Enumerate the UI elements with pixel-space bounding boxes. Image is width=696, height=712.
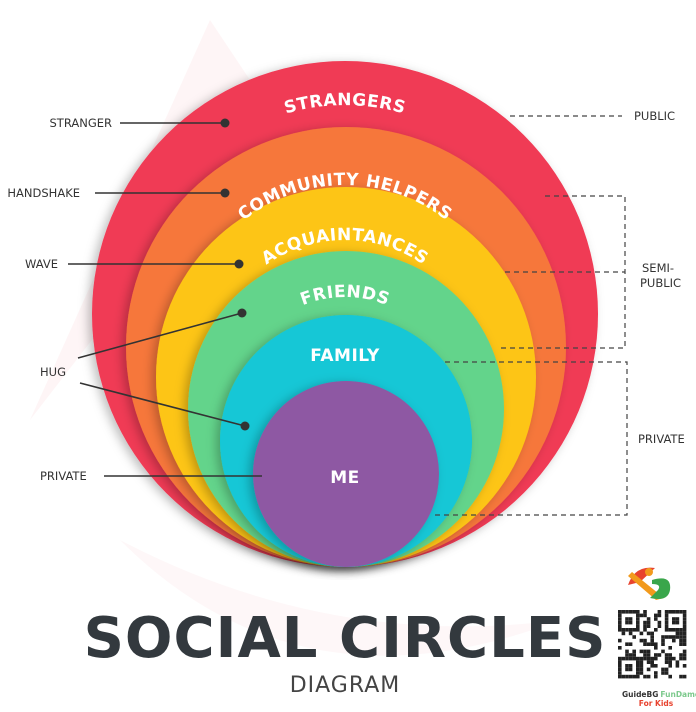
label-wave: WAVE bbox=[25, 257, 58, 271]
label-handshake: HANDSHAKE bbox=[7, 186, 80, 200]
ring-label-me: ME bbox=[330, 468, 360, 488]
marker-dot bbox=[220, 118, 230, 128]
leader-line bbox=[77, 312, 243, 359]
private-bracket bbox=[433, 361, 628, 516]
qr-code bbox=[618, 610, 687, 679]
label-semi-public-2: PUBLIC bbox=[640, 276, 681, 290]
marker-dot bbox=[220, 188, 230, 198]
marker-dot bbox=[240, 421, 250, 431]
semi-public-bracket bbox=[498, 195, 626, 349]
diagram-title: SOCIAL CIRCLES bbox=[84, 606, 607, 671]
label-private-left: PRIVATE bbox=[40, 469, 87, 483]
diagram-subtitle: DIAGRAM bbox=[290, 673, 401, 698]
ring-label-family: FAMILY bbox=[310, 346, 380, 366]
label-semi-public-1: SEMI- bbox=[642, 261, 674, 275]
brand-tagline: For Kids bbox=[639, 699, 674, 708]
brand-logo bbox=[628, 567, 671, 600]
leader-line bbox=[79, 382, 246, 427]
circle-me bbox=[253, 381, 439, 567]
label-public: PUBLIC bbox=[634, 109, 675, 123]
brand-name: GuideBGFunDamentals bbox=[622, 690, 696, 699]
label-stranger: STRANGER bbox=[50, 116, 113, 130]
marker-dot bbox=[234, 259, 244, 269]
background-swoosh bbox=[120, 540, 560, 656]
label-hug: HUG bbox=[40, 365, 66, 379]
label-private-right: PRIVATE bbox=[638, 432, 685, 446]
marker-dot bbox=[237, 308, 247, 318]
